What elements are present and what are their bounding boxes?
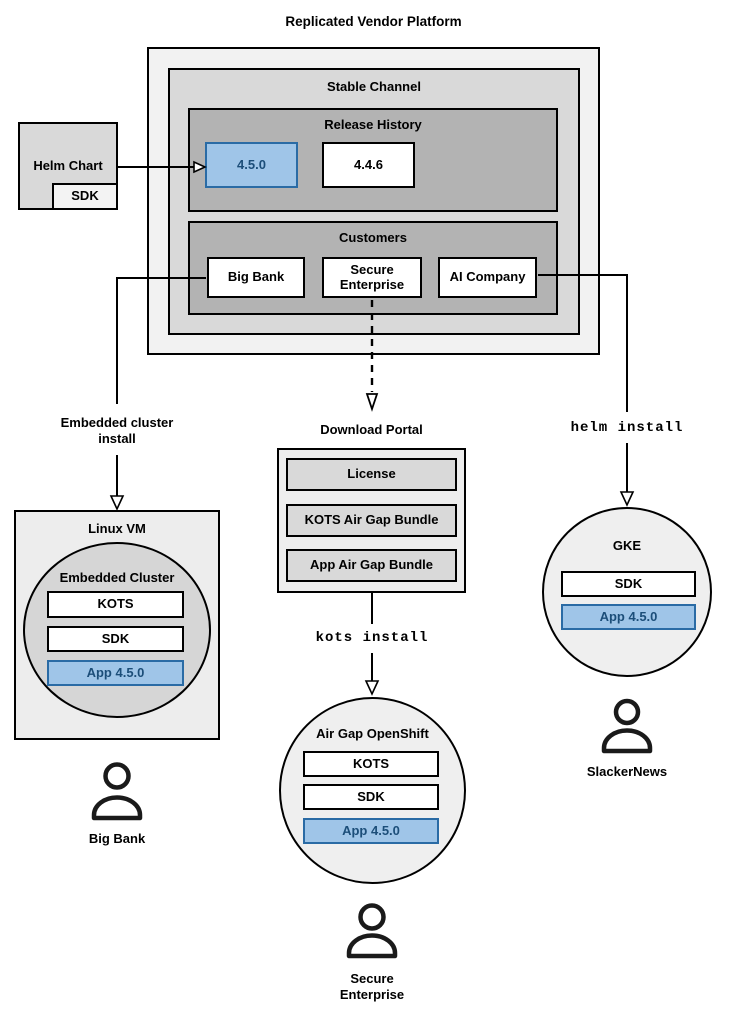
openshift-kots-box: KOTS: [303, 751, 439, 777]
linux-vm-label: Linux VM: [88, 521, 146, 536]
customer-secure-enterprise: Secure Enterprise: [322, 257, 422, 298]
helm-chart-sdk-box: SDK: [52, 183, 118, 210]
helm-install-label: helm install: [570, 420, 684, 436]
big-bank-user-label: Big Bank: [88, 831, 146, 846]
embedded-cluster-sdk-box: SDK: [47, 626, 184, 652]
kots-install-label: kots install: [315, 630, 429, 646]
secure-enterprise-user-icon: [346, 903, 398, 959]
portal-kots-bundle-box: KOTS Air Gap Bundle: [286, 504, 457, 537]
embedded-cluster-kots-box: KOTS: [47, 591, 184, 618]
air-gap-openshift-label: Air Gap OpenShift: [316, 726, 429, 741]
customers-label: Customers: [339, 230, 407, 245]
slackernews-user-icon: [601, 698, 653, 754]
slackernews-user-label: SlackerNews: [586, 764, 668, 779]
portal-license-box: License: [286, 458, 457, 491]
customer-ai-company: AI Company: [438, 257, 537, 298]
openshift-app-box: App 4.5.0: [303, 818, 439, 844]
helm-chart-label: Helm Chart: [33, 158, 103, 173]
release-4-5-0: 4.5.0: [205, 142, 298, 188]
gke-label: GKE: [612, 538, 642, 553]
embedded-cluster-install-label: Embedded cluster install: [60, 415, 174, 447]
download-portal-label: Download Portal: [320, 422, 423, 437]
stable-channel-label: Stable Channel: [327, 79, 421, 94]
diagram-title: Replicated Vendor Platform: [285, 14, 462, 29]
gke-sdk-box: SDK: [561, 571, 696, 597]
release-history-label: Release History: [324, 117, 422, 132]
release-4-4-6: 4.4.6: [322, 142, 415, 188]
embedded-cluster-label: Embedded Cluster: [59, 570, 175, 585]
secure-enterprise-user-label: Secure Enterprise: [339, 971, 405, 1003]
customer-big-bank: Big Bank: [207, 257, 305, 298]
gke-app-box: App 4.5.0: [561, 604, 696, 630]
openshift-sdk-box: SDK: [303, 784, 439, 810]
portal-app-bundle-box: App Air Gap Bundle: [286, 549, 457, 582]
big-bank-user-icon: [91, 762, 143, 821]
embedded-cluster-app-box: App 4.5.0: [47, 660, 184, 686]
